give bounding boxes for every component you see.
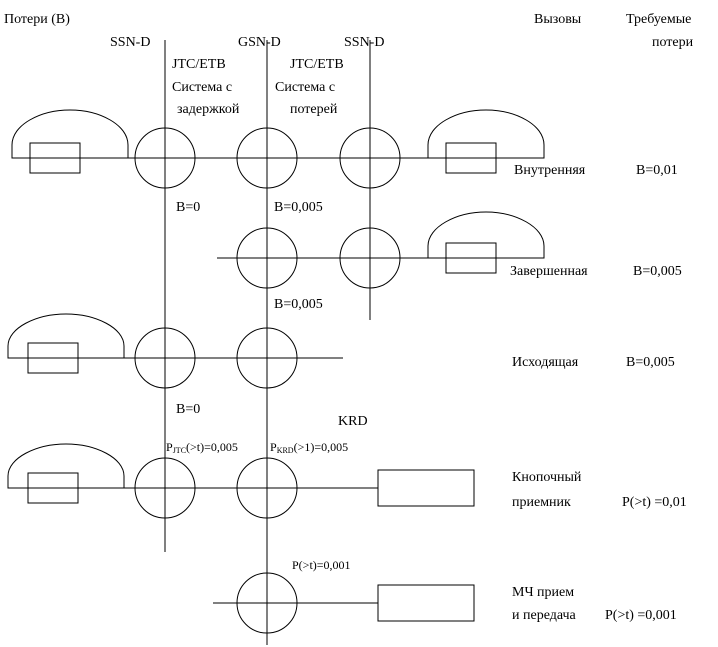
call-name-pushbutton-2: приемник <box>512 495 571 510</box>
delay-system-line2: задержкой <box>177 102 240 117</box>
calls-title: Вызовы <box>534 12 582 27</box>
ssn-right-node <box>339 127 401 189</box>
row-internal <box>11 109 545 189</box>
row-mf <box>213 572 475 634</box>
row-outgoing <box>7 313 343 389</box>
ssn-right-node <box>339 227 401 289</box>
ssn-left-label: SSN-D <box>110 35 151 50</box>
ssn-left-node <box>134 457 196 519</box>
gsn-node <box>236 572 298 634</box>
krd-label: KRD <box>338 414 368 429</box>
loss-label-gsn-second: B=0,005 <box>274 297 323 312</box>
pjtc-label: PJTC(>t)=0,005 <box>166 440 238 455</box>
loss-system-line2: потерей <box>290 102 338 117</box>
loss-label-gsn-first: B=0,005 <box>274 200 323 215</box>
pkrd-label: PKRD(>1)=0,005 <box>270 440 349 455</box>
gsn-node <box>236 457 298 519</box>
telephone-icon-right <box>427 109 545 159</box>
loss-system-line1: Система с <box>275 80 336 95</box>
telephone-icon <box>427 211 545 259</box>
row-terminating <box>217 211 545 289</box>
losses-title: Потери (В) <box>4 12 70 27</box>
call-req-terminating: B=0,005 <box>633 264 682 279</box>
call-name-terminating: Завершенная <box>510 264 588 279</box>
required-title-1: Требуемые <box>626 12 692 27</box>
loss-system-type: JTC/ETB <box>290 57 344 72</box>
call-req-internal: B=0,01 <box>636 163 678 178</box>
call-req-outgoing: B=0,005 <box>626 355 675 370</box>
p-wait-label: P(>t)=0,001 <box>292 558 351 572</box>
row-pushbutton <box>7 443 475 519</box>
call-name-outgoing: Исходящая <box>512 355 579 370</box>
gsn-node <box>236 327 298 389</box>
loss-label-ssn-left: B=0 <box>176 200 201 215</box>
loss-label-ssn-left-second: B=0 <box>176 402 201 417</box>
ssn-left-node <box>134 127 196 189</box>
gsn-label: GSN-D <box>238 35 281 50</box>
ssn-right-label: SSN-D <box>344 35 385 50</box>
call-name-mf-2: и передача <box>512 608 576 623</box>
telephone-icon <box>7 443 125 489</box>
delay-system-line1: Система с <box>172 80 233 95</box>
ssn-left-node <box>134 327 196 389</box>
required-title-2: потери <box>652 35 694 50</box>
telephone-icon <box>11 109 129 159</box>
gsn-node <box>236 227 298 289</box>
receiver-box <box>377 469 475 507</box>
mf-box <box>377 584 475 622</box>
call-req-pushbutton: P(>t) =0,01 <box>622 495 687 510</box>
call-name-mf-1: МЧ прием <box>512 585 575 600</box>
telephone-handset <box>445 242 497 274</box>
delay-system-type: JTC/ETB <box>172 57 226 72</box>
telephone-handset-right <box>445 142 497 174</box>
call-name-internal: Внутренняя <box>514 163 586 178</box>
call-req-mf: P(>t) =0,001 <box>605 608 677 623</box>
call-name-pushbutton-1: Кнопочный <box>512 470 582 485</box>
gsn-node <box>236 127 298 189</box>
telephone-icon <box>7 313 125 359</box>
